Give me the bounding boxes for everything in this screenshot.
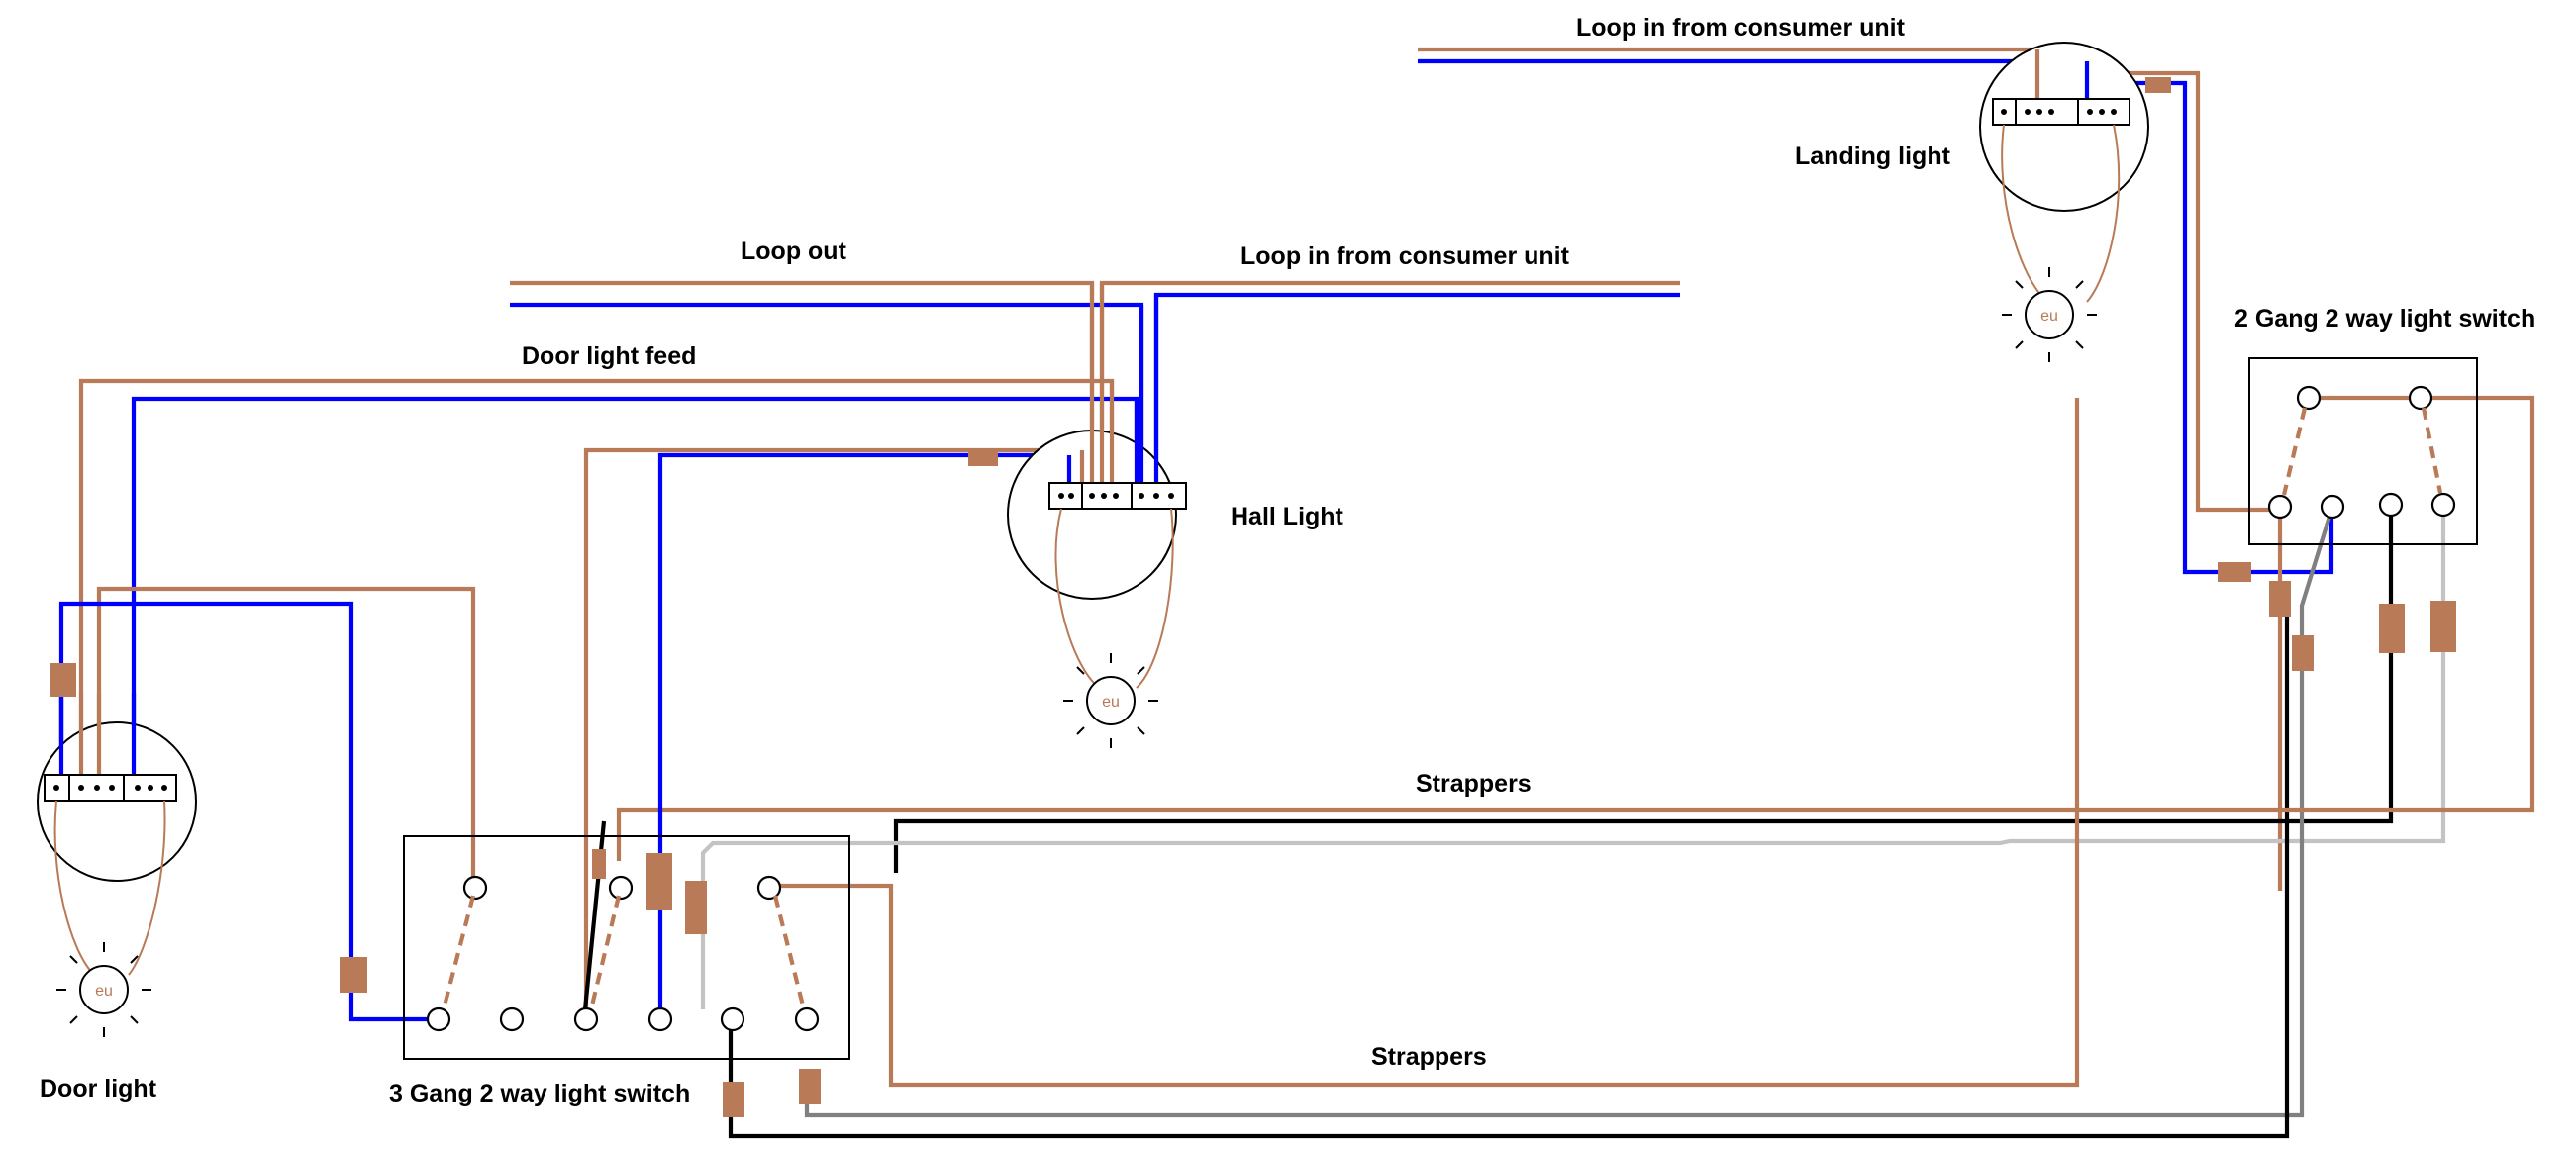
three-gang-l2-terminal-1 <box>462 875 488 901</box>
two-gang-strapper-black-wire <box>893 505 2394 873</box>
two-gang-com-terminal-1 <box>2267 494 2293 520</box>
two-gang-sleeve-5 <box>2430 601 2456 652</box>
two-gang-l2-terminal-1 <box>2296 385 2322 411</box>
three-gang-switch <box>340 835 850 1117</box>
hall-light: eu <box>968 283 1187 748</box>
three-gang-l2-terminal-3 <box>756 875 782 901</box>
landing-feed-live-wire <box>1418 47 2040 109</box>
three-gang-sleeve-1 <box>340 957 367 993</box>
label-door-light: Door light <box>40 1075 157 1102</box>
three-gang-sleeve-4 <box>685 881 707 934</box>
three-gang-rocker-1 <box>441 895 476 1010</box>
two-gang-switch <box>2218 357 2478 671</box>
two-gang-switch-box <box>2248 357 2478 545</box>
landing-lamp-glyph: eu <box>2040 308 2058 325</box>
strapper-brown-bottom-wire <box>767 398 2080 1088</box>
two-gang-l1-terminal-1 <box>2320 494 2345 520</box>
loop-in-neutral-wire <box>1153 292 1680 495</box>
two-gang-rocker-1 <box>2281 407 2308 496</box>
three-gang-sleeve-5 <box>723 1082 744 1117</box>
landing-terminal-block <box>1992 98 2130 126</box>
loop-in-live-wire <box>1099 280 1680 495</box>
two-gang-l1-terminal-2 <box>2430 492 2456 518</box>
label-landing-light: Landing light <box>1795 143 1951 170</box>
two-gang-rocker-2 <box>2421 407 2443 494</box>
wires <box>58 47 2535 1139</box>
labels: Loop in from consumer unit Landing light… <box>40 14 2535 1107</box>
landing-light: eu <box>1979 42 2171 362</box>
two-gang-sleeve-2 <box>2269 581 2291 617</box>
label-loop-in-mid: Loop in from consumer unit <box>1240 242 1570 270</box>
three-gang-sleeve-3 <box>646 853 672 910</box>
label-loop-out: Loop out <box>741 238 847 265</box>
three-gang-rocker-3 <box>772 895 807 1010</box>
two-gang-sleeve-1 <box>2218 562 2251 582</box>
three-gang-l1-terminal-2 <box>647 1006 673 1032</box>
label-two-gang-switch: 2 Gang 2 way light switch <box>2234 305 2535 333</box>
two-gang-sleeve-4 <box>2379 604 2405 653</box>
label-strappers-top: Strappers <box>1416 770 1532 798</box>
hall-switch-sleeve <box>968 449 998 466</box>
two-gang-strapper-lightgrey-wire <box>700 505 2446 1009</box>
hall-switch-neutral-wire <box>657 452 1072 1019</box>
two-gang-sleeve-3 <box>2292 635 2314 671</box>
loop-out-live-wire <box>510 280 1095 495</box>
landing-lamp-icon: eu <box>2002 267 2097 362</box>
door-light: eu <box>37 663 197 1037</box>
two-gang-com-terminal-2 <box>2378 492 2404 518</box>
two-gang-l2-terminal-2 <box>2408 385 2433 411</box>
door-switch-live-wire <box>96 586 476 886</box>
door-lamp-icon: eu <box>56 942 151 1037</box>
hall-lamp-glyph: eu <box>1102 694 1120 711</box>
strapper-brown-top-wire <box>616 395 2535 861</box>
three-gang-switch-box <box>403 835 850 1060</box>
three-gang-sleeve-2 <box>592 849 606 879</box>
three-gang-l2-terminal-2 <box>608 875 634 901</box>
three-gang-l1-terminal-3 <box>794 1006 820 1032</box>
three-gang-com-terminal-3 <box>720 1006 745 1032</box>
hall-lamp-icon: eu <box>1063 653 1158 748</box>
label-strappers-bottom: Strappers <box>1371 1043 1487 1071</box>
landing-sleeve <box>2145 77 2171 93</box>
door-feed-live-wire <box>78 378 1115 785</box>
landing-ceiling-rose <box>1979 42 2149 212</box>
door-neutral-sleeve <box>50 663 76 697</box>
label-three-gang-switch: 3 Gang 2 way light switch <box>389 1080 690 1107</box>
label-door-light-feed: Door light feed <box>522 342 696 370</box>
door-lamp-glyph: eu <box>95 983 113 1000</box>
label-loop-in-top: Loop in from consumer unit <box>1576 14 1906 42</box>
three-gang-com-terminal-1 <box>426 1006 451 1032</box>
three-gang-sleeve-6 <box>799 1069 821 1104</box>
bottom-strapper-black-wire <box>728 614 2290 1139</box>
three-gang-com-terminal-2 <box>573 1006 599 1032</box>
three-gang-l1-terminal-1 <box>499 1006 525 1032</box>
label-hall-light: Hall Light <box>1231 503 1344 530</box>
